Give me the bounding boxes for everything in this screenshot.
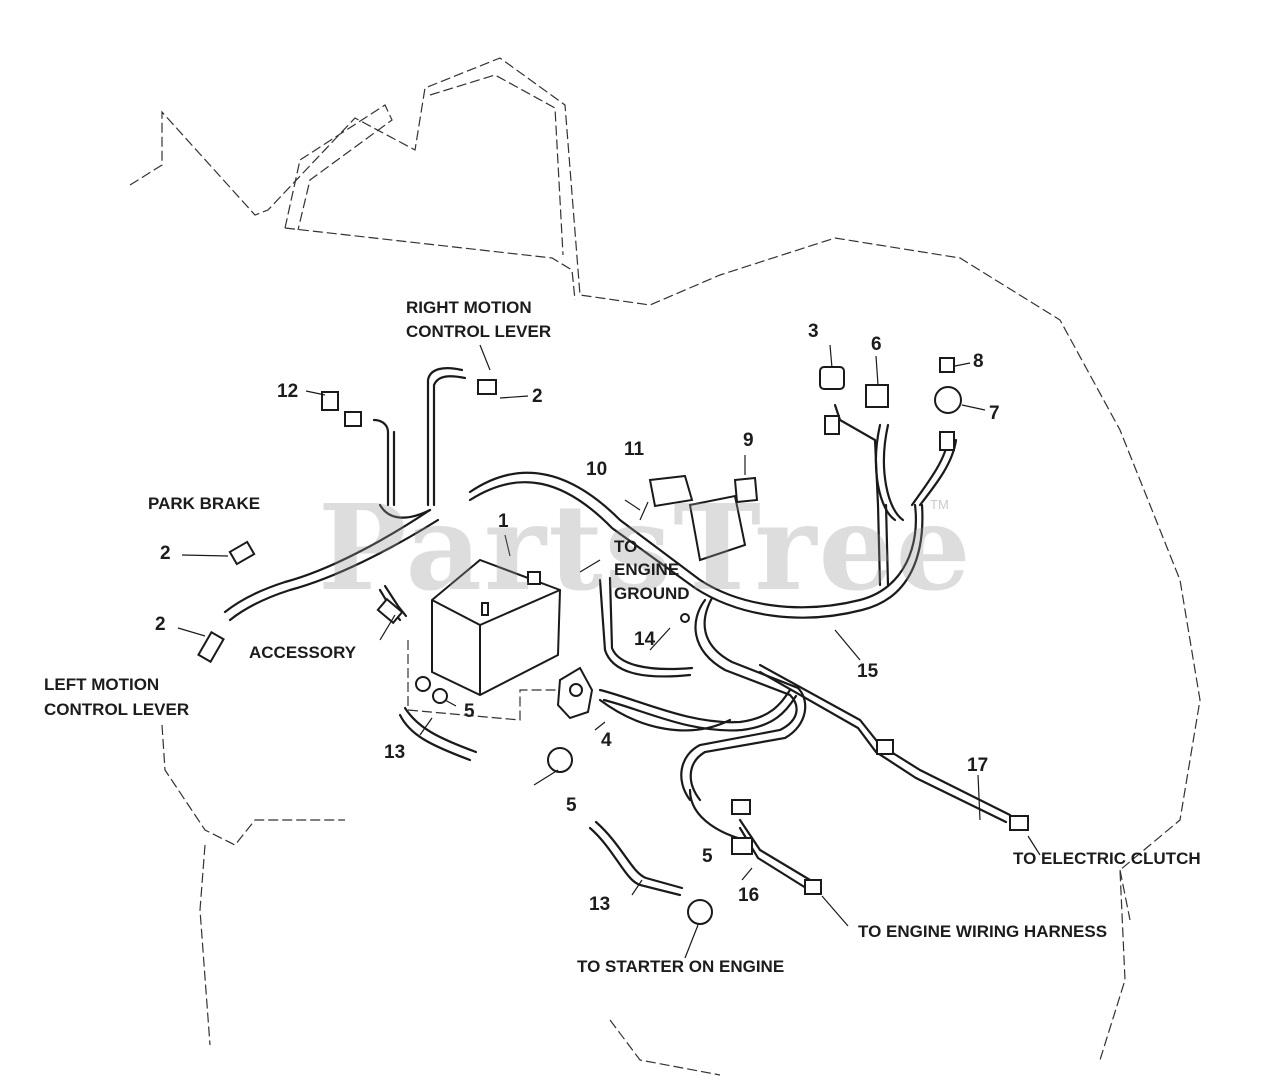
- callout-5: 5: [464, 701, 475, 722]
- label-engine-ground-1: TO: [614, 537, 638, 556]
- callout-13: 13: [589, 894, 611, 915]
- callout-2: 2: [532, 386, 543, 407]
- callout-1: 1: [498, 511, 509, 532]
- callout-6: 6: [871, 334, 882, 355]
- label-left-motion-1: LEFT MOTION: [44, 675, 160, 694]
- label-left-motion-2: CONTROL LEVER: [44, 700, 190, 719]
- callout-3: 3: [808, 321, 819, 342]
- callout-13: 13: [384, 742, 406, 763]
- callout-12: 12: [277, 381, 299, 402]
- callout-9: 9: [743, 430, 754, 451]
- callout-11: 11: [624, 439, 645, 460]
- callout-5: 5: [702, 846, 713, 867]
- callout-8: 8: [973, 351, 984, 372]
- label-electric-clutch: TO ELECTRIC CLUTCH: [1013, 849, 1201, 868]
- trademark-mark: TM: [930, 497, 949, 512]
- switch-connectors: [197, 357, 1029, 925]
- callout-14: 14: [634, 629, 656, 650]
- callout-16: 16: [738, 885, 760, 906]
- battery: [431, 558, 562, 697]
- callout-15: 15: [857, 661, 879, 682]
- label-starter: TO STARTER ON ENGINE: [577, 957, 785, 976]
- partstree-watermark: PartsTree: [318, 478, 973, 617]
- leader-lines: [177, 344, 1041, 959]
- callout-4: 4: [601, 730, 612, 751]
- callout-2: 2: [155, 614, 166, 635]
- callout-17: 17: [967, 755, 989, 776]
- label-right-motion-2: CONTROL LEVER: [406, 322, 552, 341]
- label-right-motion-1: RIGHT MOTION: [406, 298, 532, 317]
- callout-5: 5: [566, 795, 577, 816]
- callout-7: 7: [989, 403, 1000, 424]
- label-park-brake: PARK BRAKE: [148, 494, 261, 513]
- callout-10: 10: [586, 459, 608, 480]
- callout-2: 2: [160, 543, 171, 564]
- label-engine-harness: TO ENGINE WIRING HARNESS: [858, 922, 1108, 941]
- label-accessory: ACCESSORY: [249, 643, 357, 662]
- chassis-outline: [129, 57, 1201, 1076]
- wire-harness: [223, 367, 1012, 897]
- solenoid: [556, 666, 594, 720]
- label-engine-ground-3: GROUND: [614, 584, 690, 603]
- relay-block: [648, 474, 759, 562]
- label-engine-ground-2: ENGINE: [614, 560, 680, 579]
